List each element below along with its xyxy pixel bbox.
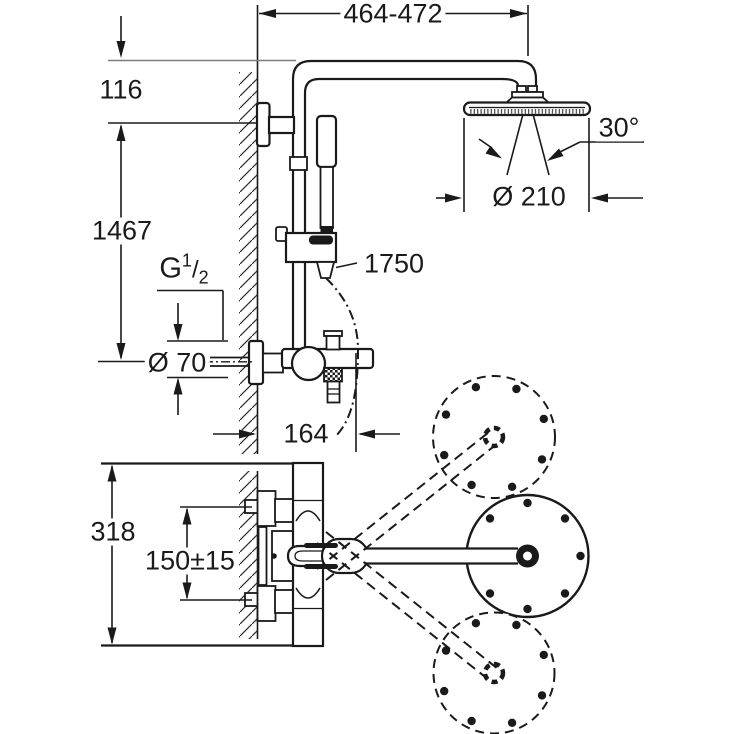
- dim-head-diameter-label: Ø 210: [489, 183, 569, 211]
- dimension-head-offset: [116, 16, 126, 58]
- dim-head-offset-label: 116: [96, 76, 146, 104]
- hand-shower-handle: [315, 114, 338, 169]
- head-nozzle-dots-down: [440, 619, 548, 727]
- dim-inlet-spacing-label: 150±15: [142, 547, 238, 575]
- ball-joint: [516, 85, 527, 93]
- swivel-arm: [286, 537, 539, 575]
- dimension-spray-angle: [478, 138, 644, 161]
- wall-hatch-plan: [239, 471, 258, 639]
- dim-rosette-diameter-label: Ø 70: [144, 349, 210, 377]
- spray-angle-line-right: [532, 113, 550, 176]
- plan-view: [101, 375, 590, 734]
- head-position-up: [432, 375, 556, 499]
- head-position-down: [432, 611, 556, 734]
- dim-install-height-label: 1467: [88, 217, 156, 245]
- top-outlet-port: [325, 335, 341, 351]
- bottom-outlet: [326, 380, 341, 404]
- spray-face: [469, 109, 585, 114]
- spray-angle-line-left: [506, 113, 524, 176]
- front-view: [98, 5, 644, 454]
- dim-projection-label: 164: [280, 420, 332, 448]
- thermostat-valve: [247, 330, 375, 404]
- swivel-arm-phantom-lines: [316, 431, 499, 681]
- dim-spray-angle-label: 30°: [595, 114, 643, 142]
- dim-hose-length-label: 1750: [360, 250, 428, 278]
- fixing-screw: [271, 553, 277, 559]
- shower-hose-phantom: [325, 277, 360, 438]
- ball-joint-down-phantom: [482, 661, 506, 685]
- temperature-handle: [290, 345, 327, 382]
- dimension-projection: [213, 353, 400, 452]
- wall-bracket: [255, 101, 296, 148]
- wall-rosette: [247, 339, 265, 386]
- hose-connector-cone: [315, 261, 336, 279]
- dim-plan-depth-label: 318: [87, 518, 139, 546]
- escutcheon-top: [256, 490, 277, 527]
- hand-shower: [275, 114, 338, 279]
- overhead-shower: [462, 85, 592, 176]
- wall-hatch-front: [239, 72, 258, 454]
- hand-shower-wand: [319, 166, 334, 229]
- dimension-rosette: [98, 289, 253, 415]
- dim-width-range-label: 464-472: [340, 0, 446, 28]
- dim-thread-label: G1/2: [156, 251, 212, 287]
- hose-length-leader: [335, 262, 358, 269]
- diverter-grip: [323, 367, 343, 383]
- shower-rail-pipe: [289, 59, 538, 350]
- pipe-union-collar: [289, 156, 308, 171]
- head-nozzle-dots-up: [440, 383, 548, 491]
- ball-joint-up-phantom: [482, 425, 506, 449]
- dimension-head-diameter: [436, 118, 643, 212]
- escutcheon-bottom: [256, 585, 277, 622]
- dimension-plan-depth: [107, 464, 117, 645]
